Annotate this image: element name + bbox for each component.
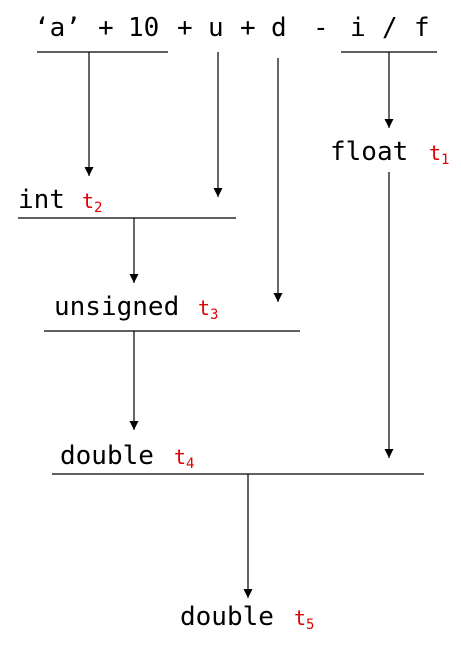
temp-index: 2	[94, 200, 102, 216]
node-t2: int t 2	[18, 185, 102, 216]
temp-index: 1	[441, 152, 449, 168]
temp-index: 4	[186, 456, 194, 472]
temp-index: 3	[210, 307, 218, 323]
type-label-unsigned: unsigned	[54, 292, 179, 322]
token-d: d	[271, 13, 287, 43]
temp-name-t: t	[198, 296, 210, 320]
node-t3: unsigned t 3	[54, 292, 218, 323]
node-t4: double t 4	[60, 441, 194, 472]
temp-name-t: t	[174, 445, 186, 469]
token-plus: +	[98, 13, 114, 43]
temp-name-t: t	[294, 606, 306, 630]
token-char-a: ‘a’	[34, 13, 81, 43]
connectors	[18, 51, 437, 598]
node-t1: float t 1	[330, 137, 449, 168]
token-f: f	[414, 13, 430, 43]
temp-name-t: t	[82, 189, 94, 213]
token-10: 10	[128, 13, 159, 43]
type-label-int: int	[18, 185, 65, 215]
expression-row: ‘a’ + 10 + u + d - i / f	[34, 13, 430, 43]
type-label-double: double	[180, 602, 274, 632]
temp-index: 5	[306, 617, 314, 633]
type-label-double: double	[60, 441, 154, 471]
token-minus: -	[313, 13, 329, 43]
token-u: u	[208, 13, 224, 43]
token-i: i	[350, 13, 366, 43]
type-label-float: float	[330, 137, 408, 167]
token-plus: +	[240, 13, 256, 43]
temp-name-t: t	[429, 141, 441, 165]
token-plus: +	[177, 13, 193, 43]
node-t5: double t 5	[180, 602, 314, 633]
token-divide: /	[382, 13, 398, 43]
